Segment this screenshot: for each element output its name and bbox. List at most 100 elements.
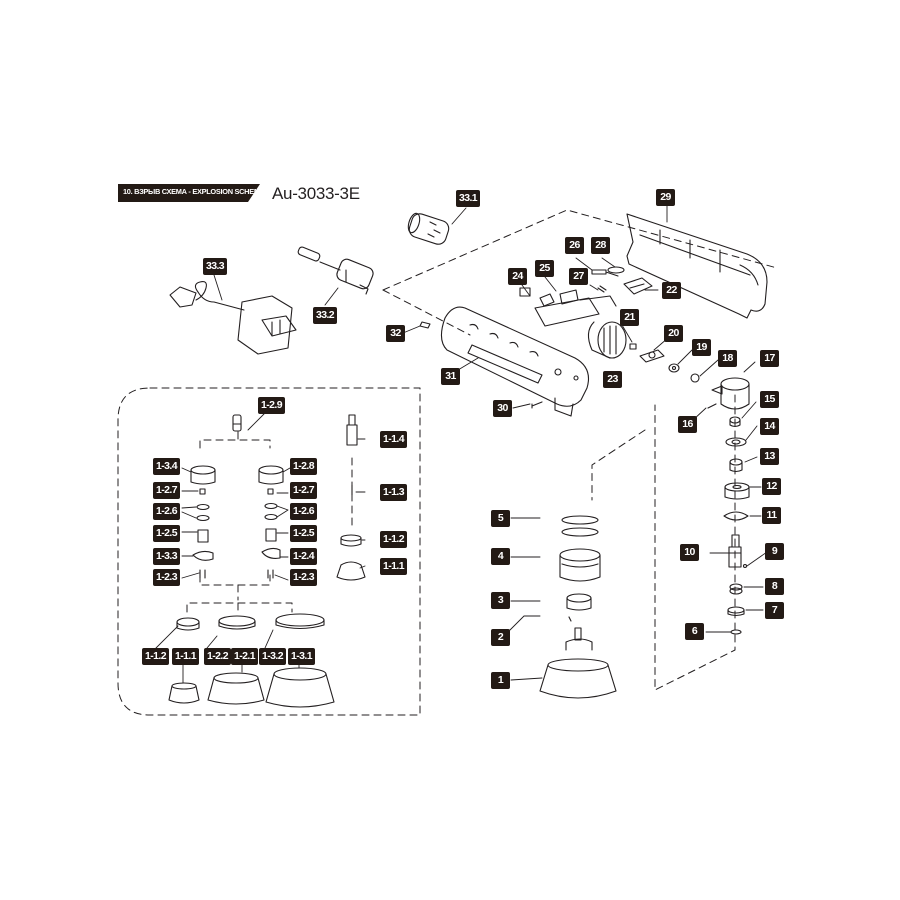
part-label-33-2: 33.2 bbox=[313, 307, 338, 324]
part-label-17: 17 bbox=[760, 350, 779, 367]
small-gear-drawing bbox=[629, 343, 637, 350]
kit-foam-medium bbox=[207, 672, 265, 705]
part-label-27: 27 bbox=[569, 268, 588, 285]
part-label-29: 29 bbox=[656, 189, 675, 206]
kit-foam-small bbox=[168, 682, 200, 704]
nut-13-drawing bbox=[729, 458, 743, 473]
part-label-22: 22 bbox=[662, 282, 681, 299]
part-label-6: 6 bbox=[685, 623, 704, 640]
kit-backing-1-2-8 bbox=[258, 465, 284, 485]
part-label-12: 12 bbox=[762, 478, 781, 495]
leader-lines bbox=[155, 202, 768, 684]
part-label-28: 28 bbox=[591, 237, 610, 254]
part-label-23: 23 bbox=[603, 371, 622, 388]
washer-14-drawing bbox=[725, 437, 747, 447]
kit-screw-right bbox=[267, 488, 274, 495]
pin-16-drawing bbox=[707, 403, 717, 409]
bearing-15-drawing bbox=[729, 416, 741, 428]
part-label-9: 9 bbox=[765, 543, 784, 560]
kit-weight-left bbox=[192, 550, 214, 561]
circlip-11-drawing bbox=[723, 511, 749, 521]
part-label-20: 20 bbox=[664, 325, 683, 342]
motor-drawing bbox=[587, 321, 627, 359]
kit-foam-1-1-1-top bbox=[336, 561, 366, 581]
part-label-31: 31 bbox=[441, 368, 460, 385]
kit-label-1-2-6-right: 1-2.6 bbox=[290, 503, 317, 520]
part-label-19: 19 bbox=[692, 339, 711, 356]
part-label-3: 3 bbox=[491, 592, 510, 609]
kit-bolts-right bbox=[267, 569, 274, 579]
kit-label-1-2-1: 1-2.1 bbox=[231, 648, 258, 665]
spring-8-drawing bbox=[729, 583, 743, 595]
kit-washers-right bbox=[264, 502, 278, 521]
part-label-24: 24 bbox=[508, 268, 527, 285]
part-label-16: 16 bbox=[678, 416, 697, 433]
kit-label-1-3-3: 1-3.3 bbox=[153, 548, 180, 565]
part-label-7: 7 bbox=[765, 602, 784, 619]
kit-weight-right bbox=[261, 547, 281, 559]
main-housing-drawing bbox=[440, 306, 590, 417]
kit-label-1-2-3-left: 1-2.3 bbox=[153, 569, 180, 586]
switch-board-drawing bbox=[519, 287, 617, 327]
part-label-32: 32 bbox=[386, 325, 405, 342]
kit-label-1-2-3-right: 1-2.3 bbox=[290, 569, 317, 586]
clip-drawing bbox=[419, 321, 431, 329]
screw-drawing bbox=[531, 401, 543, 409]
kit-label-1-2-7-right: 1-2.7 bbox=[290, 482, 317, 499]
kit-label-1-2-4: 1-2.4 bbox=[290, 548, 317, 565]
shaft-10-drawing bbox=[728, 534, 742, 568]
banner-shape bbox=[118, 184, 260, 202]
nut-7-drawing bbox=[727, 606, 745, 617]
part-label-14: 14 bbox=[760, 418, 779, 435]
part-label-33-3: 33.3 bbox=[203, 258, 228, 275]
part-label-5: 5 bbox=[491, 510, 510, 527]
kit-label-1-2-5-left: 1-2.5 bbox=[153, 525, 180, 542]
gear-head-17-drawing bbox=[711, 377, 750, 410]
kit-spindle-1-2-9 bbox=[232, 414, 242, 432]
kit-label-1-1-1-bottom: 1-1.1 bbox=[172, 648, 199, 665]
section-title: 10. ВЗРЫВ СХЕМА - EXPLOSION SCHEME bbox=[123, 187, 265, 196]
kit-label-1-2-9: 1-2.9 bbox=[258, 397, 285, 414]
part-label-18: 18 bbox=[718, 350, 737, 367]
kit-foam-large bbox=[265, 667, 335, 708]
kit-washers-left bbox=[196, 503, 210, 522]
part-label-2: 2 bbox=[491, 629, 510, 646]
pad-1-drawing bbox=[539, 627, 617, 699]
model-number: Au-3033-3E bbox=[272, 184, 360, 203]
kit-label-1-3-1: 1-3.1 bbox=[288, 648, 315, 665]
oring-6-drawing bbox=[730, 629, 742, 635]
upper-housing-drawing bbox=[626, 213, 768, 319]
battery-pack-drawing bbox=[407, 212, 450, 245]
kit-label-1-1-2-top: 1-1.2 bbox=[380, 531, 407, 548]
kit-label-1-1-4: 1-1.4 bbox=[380, 431, 407, 448]
kit-label-1-1-2-bottom: 1-1.2 bbox=[142, 648, 169, 665]
part-label-11: 11 bbox=[762, 507, 781, 524]
switch-parts-drawing bbox=[591, 266, 653, 295]
kit-screw-left bbox=[199, 488, 206, 495]
kit-pad-small bbox=[176, 617, 200, 631]
section-title-banner: 10. ВЗРЫВ СХЕМА - EXPLOSION SCHEME bbox=[118, 184, 265, 202]
kit-nut-right bbox=[265, 528, 277, 542]
car-charger-drawing bbox=[297, 246, 374, 295]
kit-backing-1-3-4 bbox=[190, 465, 216, 485]
part-label-10: 10 bbox=[680, 544, 699, 561]
bearing-3-drawing bbox=[566, 593, 592, 611]
spring-5-drawing bbox=[561, 515, 599, 537]
kit-bolts-left bbox=[199, 569, 206, 579]
screw-2-drawing bbox=[568, 616, 572, 622]
kit-label-1-1-1-top: 1-1.1 bbox=[380, 558, 407, 575]
part-label-15: 15 bbox=[760, 391, 779, 408]
ball-9-drawing bbox=[742, 563, 748, 569]
bearing-19-drawing bbox=[668, 363, 680, 373]
part-label-13: 13 bbox=[760, 448, 779, 465]
kit-label-1-2-7-left: 1-2.7 bbox=[153, 482, 180, 499]
part-label-26: 26 bbox=[565, 237, 584, 254]
kit-pad-medium bbox=[218, 615, 256, 630]
kit-label-1-2-5-right: 1-2.5 bbox=[290, 525, 317, 542]
part-label-30: 30 bbox=[493, 400, 512, 417]
eccentric-fork-drawing bbox=[639, 349, 665, 363]
mains-charger-drawing bbox=[169, 281, 297, 355]
kit-pad-large bbox=[275, 613, 325, 630]
part-label-4: 4 bbox=[491, 548, 510, 565]
